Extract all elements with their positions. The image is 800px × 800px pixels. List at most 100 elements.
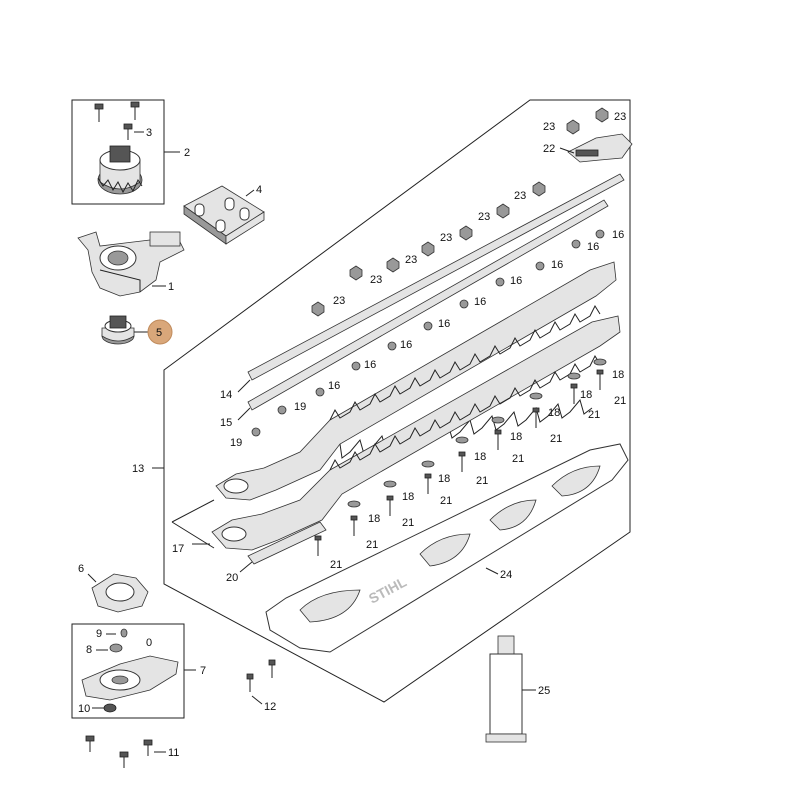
callout-18-g[interactable]: 18 [402, 491, 414, 503]
screw-11-group [85, 735, 153, 768]
callout-8[interactable]: 8 [86, 644, 92, 656]
callout-18-c[interactable]: 18 [548, 407, 560, 419]
grease-tube-25 [485, 635, 527, 743]
callout-21-h[interactable]: 21 [366, 539, 378, 551]
screw-12-group [246, 659, 276, 692]
callout-1[interactable]: 1 [168, 281, 174, 293]
blade-scabbard-24: STIHL [265, 443, 629, 653]
highlight-marker-5[interactable] [147, 319, 173, 345]
callout-18-b[interactable]: 18 [580, 389, 592, 401]
callout-21-d[interactable]: 21 [512, 453, 524, 465]
blade-lower-17 [211, 315, 621, 551]
plate-20 [247, 521, 327, 565]
callout-25[interactable]: 25 [538, 685, 550, 697]
callout-17[interactable]: 17 [172, 543, 184, 555]
gasket-6 [91, 573, 149, 613]
callout-5[interactable]: 5 [156, 327, 162, 339]
screw-21-group [314, 369, 604, 556]
callout-16-c[interactable]: 16 [551, 259, 563, 271]
spacer-18-group [347, 358, 607, 508]
screw-3a [94, 103, 104, 122]
callout-21-f[interactable]: 21 [440, 495, 452, 507]
assembly-7-group: 9 0 8 10 [71, 623, 185, 719]
callout-14[interactable]: 14 [220, 389, 232, 401]
blade-upper-17 [215, 261, 617, 501]
callout-2[interactable]: 2 [184, 147, 190, 159]
leader-22 [559, 147, 575, 154]
assembly-2-group: 3 2 [71, 99, 190, 205]
callout-18-h[interactable]: 18 [368, 513, 380, 525]
callout-6[interactable]: 6 [78, 563, 84, 575]
callout-23-b[interactable]: 23 [543, 121, 555, 133]
nut-10 [103, 703, 117, 713]
cutter-set-13-frame [163, 99, 631, 703]
callout-18-a[interactable]: 18 [612, 369, 624, 381]
nut-23-group [311, 107, 609, 317]
callout-16-a[interactable]: 16 [612, 229, 624, 241]
callout-4[interactable]: 4 [256, 184, 262, 196]
gear-assembly-2 [97, 145, 143, 195]
callout-23-g[interactable]: 23 [370, 274, 382, 286]
callout-16-g[interactable]: 16 [400, 339, 412, 351]
leader-6 [87, 573, 97, 583]
leader-17-bracket [171, 499, 215, 549]
washer-19-group [251, 405, 287, 437]
gear-housing-cover-7 [81, 655, 179, 701]
callout-21-b[interactable]: 21 [588, 409, 600, 421]
leader-15 [237, 407, 251, 421]
callout-18-f[interactable]: 18 [438, 473, 450, 485]
callout-21-e[interactable]: 21 [476, 475, 488, 487]
callout-22[interactable]: 22 [543, 143, 555, 155]
callout-16-e[interactable]: 16 [474, 296, 486, 308]
washer-16-group [315, 229, 605, 397]
callout-21-c[interactable]: 21 [550, 433, 562, 445]
callout-21-i[interactable]: 21 [330, 559, 342, 571]
callout-12[interactable]: 12 [264, 701, 276, 713]
callout-21-a[interactable]: 21 [614, 395, 626, 407]
callout-11[interactable]: 11 [168, 747, 179, 759]
callout-18-d[interactable]: 18 [510, 431, 522, 443]
callout-7[interactable]: 7 [200, 665, 206, 677]
callout-24[interactable]: 24 [500, 569, 512, 581]
screw-3b [130, 101, 140, 120]
callout-16-d[interactable]: 16 [510, 275, 522, 287]
callout-18-e[interactable]: 18 [474, 451, 486, 463]
callout-10[interactable]: 10 [78, 703, 90, 715]
callout-16-b[interactable]: 16 [587, 241, 599, 253]
bushing-plate-4 [183, 185, 265, 245]
callout-23-f[interactable]: 23 [405, 254, 417, 266]
leader-24 [485, 567, 499, 575]
bearing-8 [109, 643, 123, 653]
callout-15[interactable]: 15 [220, 417, 232, 429]
callout-16-h[interactable]: 16 [364, 359, 376, 371]
pin-9 [120, 628, 128, 638]
callout-23-h[interactable]: 23 [333, 295, 345, 307]
guide-rail-15 [247, 199, 609, 411]
callout-21-g[interactable]: 21 [402, 517, 414, 529]
leader-14 [237, 379, 251, 393]
callout-19-b[interactable]: 19 [230, 437, 242, 449]
hand-guard-22 [567, 133, 633, 163]
callout-3[interactable]: 3 [146, 127, 152, 139]
gear-housing-1 [77, 231, 185, 297]
callout-9[interactable]: 9 [96, 628, 102, 640]
guide-rail-14 [247, 173, 625, 381]
callout-0: 0 [146, 637, 152, 649]
assembly-7-frame [71, 623, 185, 719]
leader-12 [251, 695, 263, 705]
leader-4 [245, 189, 255, 197]
callout-23-e[interactable]: 23 [440, 232, 452, 244]
nut-5 [101, 315, 135, 345]
callout-19-a[interactable]: 19 [294, 401, 306, 413]
callout-16-f[interactable]: 16 [438, 318, 450, 330]
callout-20[interactable]: 20 [226, 572, 238, 584]
callout-23-c[interactable]: 23 [514, 190, 526, 202]
leader-20 [239, 561, 253, 573]
callout-13[interactable]: 13 [132, 463, 144, 475]
callout-16-i[interactable]: 16 [328, 380, 340, 392]
callout-23-d[interactable]: 23 [478, 211, 490, 223]
callout-23-a[interactable]: 23 [614, 111, 626, 123]
screw-3c [123, 123, 133, 140]
